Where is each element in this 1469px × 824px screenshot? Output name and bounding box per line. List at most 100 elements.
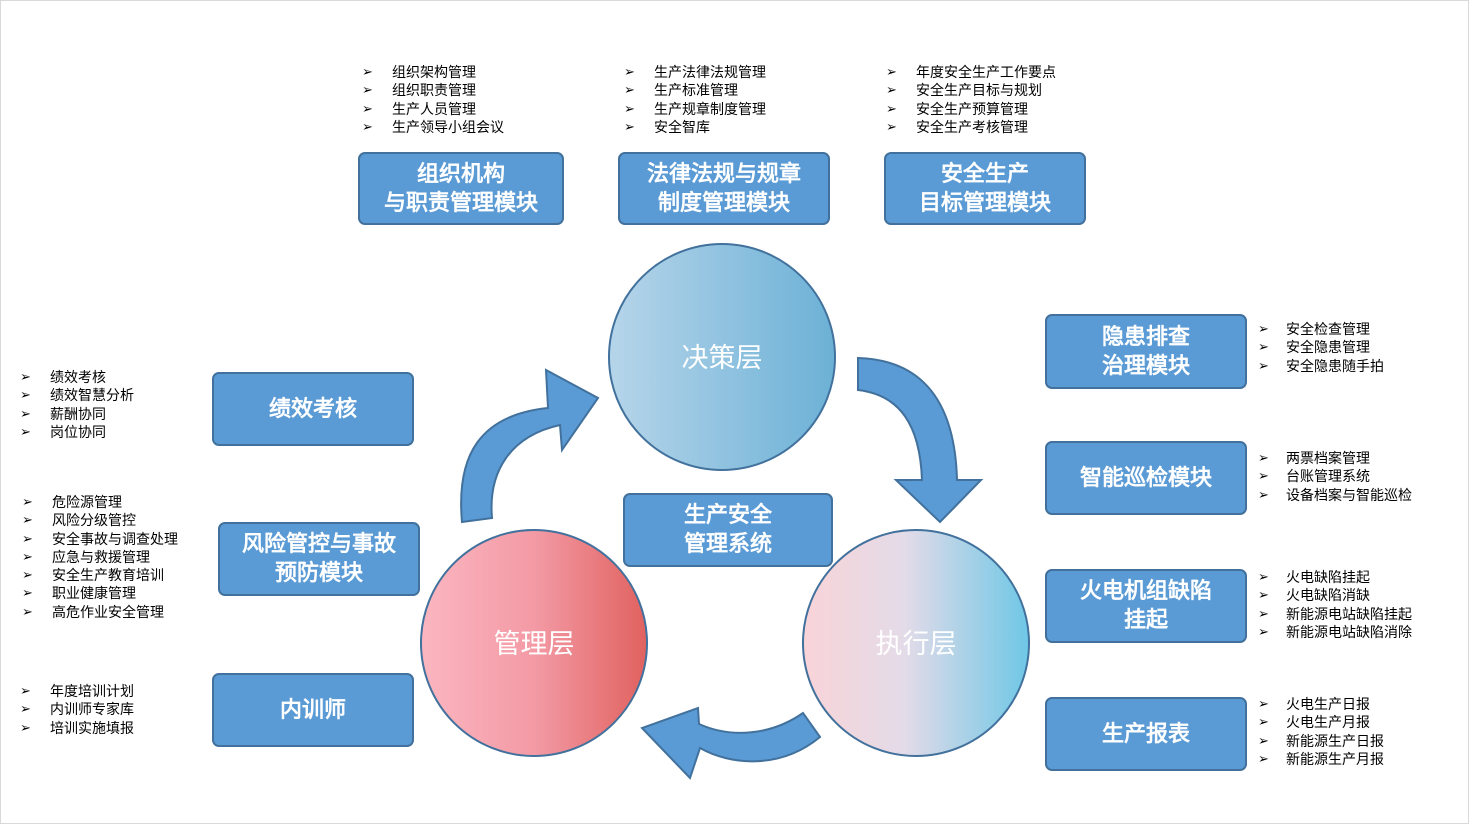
defect-suspension-module-box[interactable]: 火电机组缺陷 挂起 <box>1045 569 1247 643</box>
decision-layer-label: 决策层 <box>681 343 763 374</box>
list-item: ➢组织职责管理 <box>362 83 476 100</box>
list-item: ➢安全生产预算管理 <box>886 101 1028 118</box>
list-item: ➢火电生产月报 <box>1258 715 1370 732</box>
bullet-arrow-icon: ➢ <box>22 568 33 584</box>
list-item: ➢安全生产教育培训 <box>22 568 164 585</box>
list-item: ➢生产规章制度管理 <box>624 101 766 118</box>
bullet-arrow-icon: ➢ <box>1258 733 1269 749</box>
bullet-arrow-icon: ➢ <box>624 65 635 80</box>
list-item: ➢安全隐患管理 <box>1258 340 1370 357</box>
bullet-arrow-icon: ➢ <box>886 65 897 80</box>
list-item: ➢安全智库 <box>624 119 710 136</box>
bullet-arrow-icon: ➢ <box>886 119 897 135</box>
list-item: ➢火电缺陷消缺 <box>1258 588 1370 605</box>
smart-inspection-item-list: ➢两票档案管理 ➢台账管理系统 ➢设备档案与智能巡检 <box>1254 450 1412 505</box>
list-item: ➢组织架构管理 <box>362 65 476 81</box>
list-item: ➢生产标准管理 <box>624 83 738 100</box>
bullet-arrow-icon: ➢ <box>1258 624 1269 640</box>
management-layer-label: 管理层 <box>493 629 575 660</box>
org-structure-item-list: ➢组织架构管理 ➢组织职责管理 ➢生产人员管理 ➢生产领导小组会议 <box>358 64 504 137</box>
execution-layer-label: 执行层 <box>875 629 957 660</box>
bullet-arrow-icon: ➢ <box>886 101 897 117</box>
bullet-arrow-icon: ➢ <box>362 65 373 80</box>
production-report-module-box[interactable]: 生产报表 <box>1045 697 1247 771</box>
list-item: ➢年度培训计划 <box>20 684 134 700</box>
list-item: ➢生产法律法规管理 <box>624 65 766 81</box>
production-report-item-list: ➢火电生产日报 ➢火电生产月报 ➢新能源生产日报 ➢新能源生产月报 <box>1254 696 1384 769</box>
laws-regulations-item-list: ➢生产法律法规管理 ➢生产标准管理 ➢生产规章制度管理 ➢安全智库 <box>620 64 766 137</box>
risk-control-module-box[interactable]: 风险管控与事故 预防模块 <box>218 522 420 596</box>
bullet-arrow-icon: ➢ <box>1258 588 1269 604</box>
bullet-arrow-icon: ➢ <box>624 119 635 135</box>
performance-module-box[interactable]: 绩效考核 <box>212 372 414 446</box>
bullet-arrow-icon: ➢ <box>20 720 31 736</box>
bullet-arrow-icon: ➢ <box>22 495 33 510</box>
list-item: ➢绩效智慧分析 <box>20 388 134 405</box>
list-item: ➢岗位协同 <box>20 424 106 441</box>
list-item: ➢绩效考核 <box>20 370 106 386</box>
list-item: ➢培训实施填报 <box>20 720 134 737</box>
internal-trainer-item-list: ➢年度培训计划 ➢内训师专家库 ➢培训实施填报 <box>16 683 134 738</box>
defect-suspension-item-list: ➢火电缺陷挂起 ➢火电缺陷消缺 ➢新能源电站缺陷挂起 ➢新能源电站缺陷消除 <box>1254 569 1412 642</box>
list-item: ➢安全事故与调查处理 <box>22 531 178 548</box>
bullet-arrow-icon: ➢ <box>624 101 635 117</box>
list-item: ➢火电缺陷挂起 <box>1258 570 1370 586</box>
list-item: ➢应急与救援管理 <box>22 549 150 566</box>
bullet-arrow-icon: ➢ <box>362 119 373 135</box>
center-system-box[interactable]: 生产安全 管理系统 <box>623 493 833 567</box>
list-item: ➢安全生产考核管理 <box>886 119 1028 136</box>
list-item: ➢新能源电站缺陷消除 <box>1258 624 1412 641</box>
bullet-arrow-icon: ➢ <box>1258 570 1269 585</box>
list-item: ➢内训师专家库 <box>20 702 134 719</box>
list-item: ➢新能源生产日报 <box>1258 733 1384 750</box>
bullet-arrow-icon: ➢ <box>22 604 33 620</box>
bullet-arrow-icon: ➢ <box>20 370 31 385</box>
list-item: ➢风险分级管控 <box>22 513 136 530</box>
bullet-arrow-icon: ➢ <box>1258 751 1269 767</box>
internal-trainer-module-box[interactable]: 内训师 <box>212 673 414 747</box>
list-item: ➢火电生产日报 <box>1258 697 1370 713</box>
bullet-arrow-icon: ➢ <box>20 702 31 718</box>
arrow-management-to-decision <box>460 368 600 524</box>
list-item: ➢台账管理系统 <box>1258 469 1370 486</box>
org-structure-module-box[interactable]: 组织机构 与职责管理模块 <box>358 152 564 225</box>
bullet-arrow-icon: ➢ <box>1258 487 1269 503</box>
list-item: ➢安全生产目标与规划 <box>886 83 1042 100</box>
bullet-arrow-icon: ➢ <box>1258 697 1269 712</box>
bullet-arrow-icon: ➢ <box>1258 358 1269 374</box>
bullet-arrow-icon: ➢ <box>20 684 31 699</box>
bullet-arrow-icon: ➢ <box>22 586 33 602</box>
list-item: ➢危险源管理 <box>22 495 122 511</box>
bullet-arrow-icon: ➢ <box>22 531 33 547</box>
list-item: ➢新能源生产月报 <box>1258 751 1384 768</box>
list-item: ➢生产人员管理 <box>362 101 476 118</box>
list-item: ➢薪酬协同 <box>20 406 106 423</box>
list-item: ➢设备档案与智能巡检 <box>1258 487 1412 504</box>
list-item: ➢新能源电站缺陷挂起 <box>1258 606 1412 623</box>
decision-layer-circle <box>608 243 836 471</box>
list-item: ➢安全检查管理 <box>1258 322 1370 338</box>
execution-layer-circle <box>802 529 1030 757</box>
bullet-arrow-icon: ➢ <box>1258 322 1269 337</box>
bullet-arrow-icon: ➢ <box>20 406 31 422</box>
bullet-arrow-icon: ➢ <box>20 388 31 404</box>
bullet-arrow-icon: ➢ <box>362 101 373 117</box>
list-item: ➢职业健康管理 <box>22 586 136 603</box>
hazard-investigation-module-box[interactable]: 隐患排查 治理模块 <box>1045 314 1247 389</box>
bullet-arrow-icon: ➢ <box>1258 606 1269 622</box>
list-item: ➢年度安全生产工作要点 <box>886 65 1056 81</box>
bullet-arrow-icon: ➢ <box>1258 451 1269 466</box>
bullet-arrow-icon: ➢ <box>22 513 33 529</box>
laws-regulations-module-box[interactable]: 法律法规与规章 制度管理模块 <box>618 152 830 225</box>
bullet-arrow-icon: ➢ <box>1258 469 1269 485</box>
bullet-arrow-icon: ➢ <box>886 83 897 99</box>
risk-control-item-list: ➢危险源管理 ➢风险分级管控 ➢安全事故与调查处理 ➢应急与救援管理 ➢安全生产… <box>18 494 178 622</box>
safety-target-item-list: ➢年度安全生产工作要点 ➢安全生产目标与规划 ➢安全生产预算管理 ➢安全生产考核… <box>882 64 1056 137</box>
bullet-arrow-icon: ➢ <box>624 83 635 99</box>
bullet-arrow-icon: ➢ <box>22 549 33 565</box>
list-item: ➢生产领导小组会议 <box>362 119 504 136</box>
smart-inspection-module-box[interactable]: 智能巡检模块 <box>1045 441 1247 515</box>
bullet-arrow-icon: ➢ <box>20 424 31 440</box>
safety-target-module-box[interactable]: 安全生产 目标管理模块 <box>884 152 1086 225</box>
